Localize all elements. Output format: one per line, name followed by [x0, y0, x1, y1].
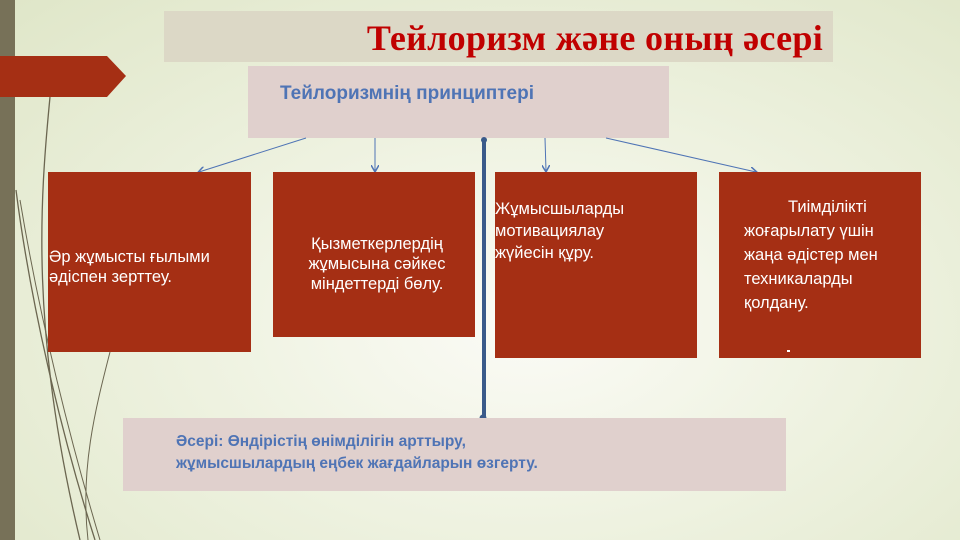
stray-dot — [787, 350, 790, 352]
arrow-to-card-3 — [545, 137, 546, 171]
arrow-to-card-4 — [605, 137, 756, 172]
principle-4-line-2: жоғарылату үшін — [744, 222, 874, 240]
effect-box: Әсері: Өндірістің өнімділігін арттыру, ж… — [123, 418, 786, 491]
principles-heading-box: Тейлоризмнің принциптері — [248, 66, 669, 138]
arrow-tab-decoration — [0, 56, 126, 97]
principle-2-line-1: Қызметкерлердің — [311, 235, 443, 253]
slide-title: Тейлоризм және оның әсері — [366, 18, 823, 58]
principle-3-line-1: Жұмысшыларды — [495, 200, 625, 218]
principle-card-3: Жұмысшыларды мотивациялау жүйесін құру. — [495, 172, 697, 358]
principle-card-4: Тиімділікті жоғарылату үшін жаңа әдістер… — [719, 172, 921, 358]
title-banner: Тейлоризм және оның әсері — [164, 11, 833, 62]
principle-1-line-1: Әр жұмысты ғылыми — [49, 248, 210, 266]
principle-3-line-2: мотивациялау — [495, 222, 605, 240]
effect-line-2: жұмысшылардың еңбек жағдайларын өзгерту. — [176, 455, 538, 472]
left-decorative-bar — [0, 0, 15, 540]
principle-4-line-4: техникаларды — [744, 270, 853, 288]
principle-4-line-1: Тиімділікті — [788, 198, 867, 216]
principle-1-line-2: әдіспен зерттеу. — [49, 268, 173, 286]
principles-heading: Тейлоризмнің принциптері — [280, 83, 534, 104]
effect-line-1: Әсері: Өндірістің өнімділігін арттыру, — [176, 433, 466, 450]
principle-card-2: Қызметкерлердің жұмысына сәйкес міндетте… — [273, 172, 475, 337]
principle-2-line-2: жұмысына сәйкес — [308, 255, 446, 273]
principle-4-line-5: қолдану. — [744, 294, 809, 312]
principle-4-line-3: жаңа әдістер мен — [744, 246, 878, 264]
principle-card-1: Әр жұмысты ғылыми әдіспен зерттеу. — [48, 172, 251, 352]
principle-2-line-3: міндеттерді бөлу. — [310, 275, 444, 293]
arrow-to-card-1 — [199, 137, 307, 172]
principle-3-line-3: жүйесін құру. — [495, 244, 594, 262]
